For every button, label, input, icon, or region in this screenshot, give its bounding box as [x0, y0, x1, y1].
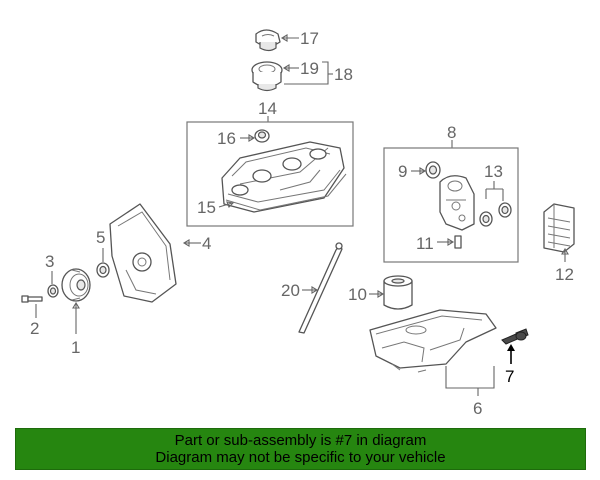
callout-20[interactable]: 20 [281, 281, 300, 300]
callout-5[interactable]: 5 [96, 228, 105, 247]
callout-18[interactable]: 18 [334, 65, 353, 84]
callout-4[interactable]: 4 [202, 234, 211, 253]
part-1-crank-pulley[interactable] [61, 268, 91, 302]
banner-line-2: Diagram may not be specific to your vehi… [155, 449, 446, 466]
callout-1[interactable]: 1 [71, 338, 80, 357]
callout-6[interactable]: 6 [473, 399, 482, 418]
part-12-oil-cooler[interactable] [543, 203, 575, 253]
box-8-filter-housing [383, 147, 519, 263]
arrow-7 [507, 344, 515, 351]
arrow-12 [561, 247, 569, 255]
callout-7[interactable]: 7 [505, 367, 514, 386]
arrow-1 [72, 301, 80, 309]
part-20-dipstick[interactable] [298, 242, 343, 334]
part-13-seals[interactable] [479, 202, 512, 227]
banner-line-1: Part or sub-assembly is #7 in diagram [174, 432, 427, 449]
parts-diagram: 17 19 18 14 16 15 8 [21, 29, 575, 418]
info-banner: Part or sub-assembly is #7 in diagram Di… [15, 428, 586, 470]
part-11-plug[interactable] [454, 235, 462, 249]
callout-8[interactable]: 8 [447, 123, 456, 142]
arrow-9 [419, 167, 427, 175]
arrow-19 [282, 64, 290, 72]
part-14-valve-cover[interactable] [221, 141, 345, 213]
arrow-17 [280, 34, 288, 42]
arrow-16 [248, 134, 256, 142]
part-5-front-seal[interactable] [96, 262, 110, 278]
callout-3[interactable]: 3 [45, 252, 54, 271]
callout-2[interactable]: 2 [30, 319, 39, 338]
diagram-canvas: 17 19 18 14 16 15 8 [21, 29, 575, 418]
part-10-oil-filter[interactable] [383, 275, 413, 310]
part-3-washer[interactable] [47, 284, 59, 298]
arrow-4 [182, 239, 190, 247]
part-4-timing-cover[interactable] [109, 203, 177, 303]
bracket-6 [445, 366, 495, 389]
part-8-filter-housing[interactable] [439, 175, 475, 231]
box-14-valve-cover [186, 121, 354, 227]
arrow-10 [377, 290, 385, 298]
callout-19[interactable]: 19 [300, 59, 319, 78]
arrow-20 [311, 286, 319, 294]
callout-17[interactable]: 17 [300, 29, 319, 48]
arrow-15 [226, 201, 235, 208]
callout-14[interactable]: 14 [258, 99, 277, 118]
callout-16[interactable]: 16 [217, 129, 236, 148]
part-17-filler-cap[interactable] [255, 29, 281, 52]
part-19-filler-tube[interactable] [251, 61, 283, 92]
callout-11[interactable]: 11 [416, 234, 434, 253]
callout-9[interactable]: 9 [398, 162, 407, 181]
callout-12[interactable]: 12 [555, 265, 574, 284]
callout-13[interactable]: 13 [484, 162, 503, 181]
leader-15 [218, 202, 233, 208]
bracket-13 [485, 181, 504, 201]
part-2-pulley-bolt[interactable] [21, 295, 43, 303]
part-9-seal[interactable] [425, 161, 441, 179]
callout-10[interactable]: 10 [348, 285, 367, 304]
arrow-11 [447, 238, 455, 246]
part-7-drain-plug[interactable] [501, 328, 529, 345]
callout-15[interactable]: 15 [197, 198, 216, 217]
part-16-oil-cap-seal[interactable] [254, 129, 270, 143]
part-15-valve-cover-gasket[interactable] [225, 173, 347, 211]
bracket-18 [284, 61, 329, 85]
part-6-oil-pan[interactable] [369, 309, 497, 373]
